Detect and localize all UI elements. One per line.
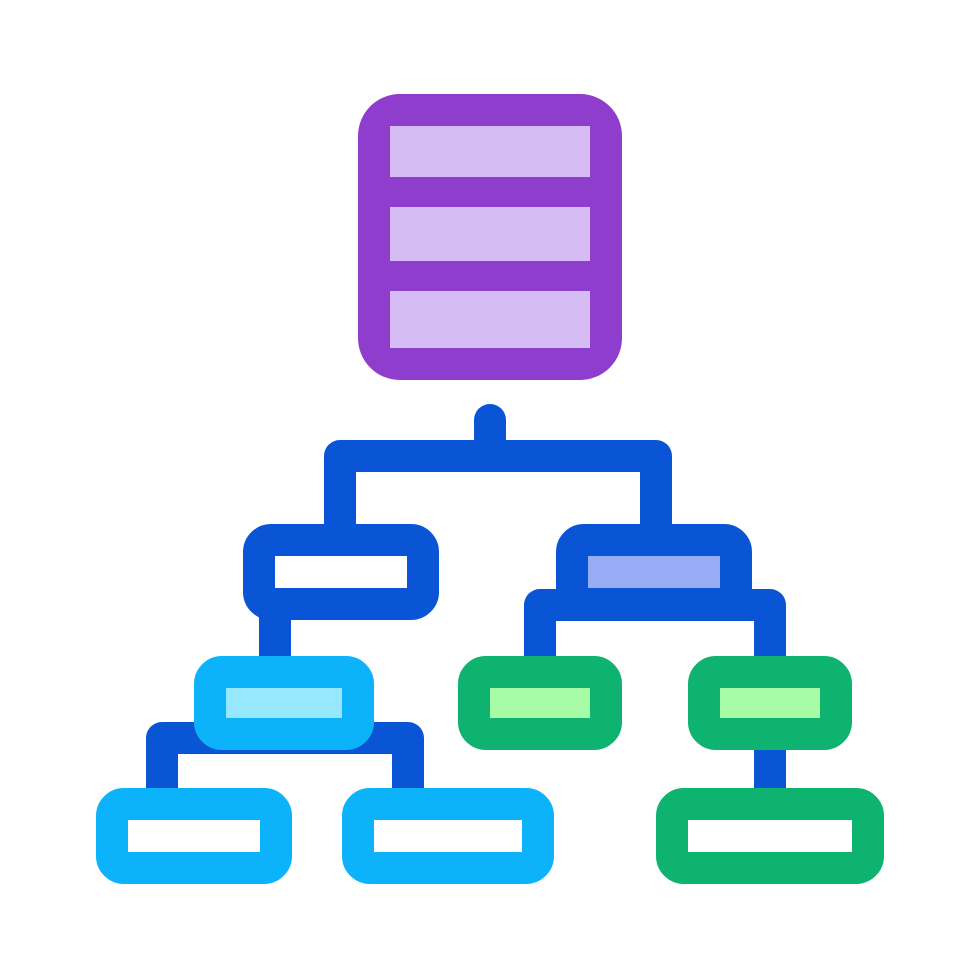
level1-nodes <box>243 524 752 620</box>
leaf-middle-node <box>342 788 554 884</box>
leaf-left-node <box>96 788 292 884</box>
level1-right-node <box>556 524 752 620</box>
leaf-nodes <box>96 788 884 884</box>
level2-left-node <box>194 656 374 750</box>
database-slot <box>390 292 590 348</box>
database-slot <box>390 126 590 176</box>
root-branch-connector <box>324 440 672 546</box>
level2-middle-node <box>458 656 622 750</box>
level1-left-node <box>243 524 439 620</box>
database-icon <box>358 94 622 380</box>
level2-right-node <box>688 656 852 750</box>
database-slot <box>390 208 590 260</box>
level2-nodes <box>194 656 852 750</box>
leaf-right-node <box>656 788 884 884</box>
